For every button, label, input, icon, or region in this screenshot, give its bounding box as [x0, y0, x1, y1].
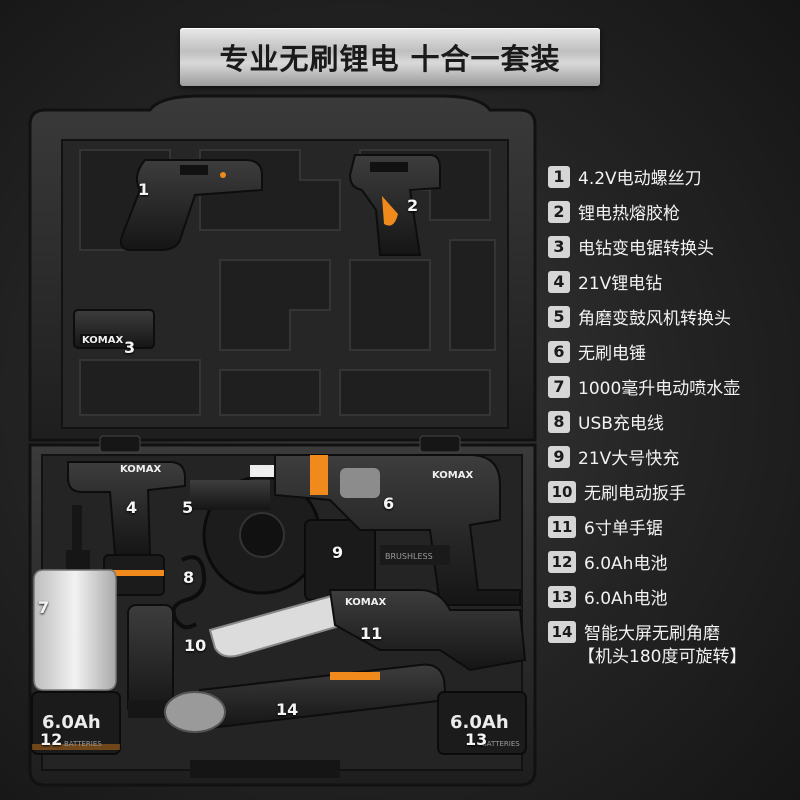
- legend-label: 无刷电锤: [578, 344, 646, 364]
- usb-cable-tool: [171, 555, 207, 630]
- legend-item-3: 3 电钻变电锯转换头: [548, 234, 714, 259]
- legend-label: USB充电线: [578, 414, 664, 434]
- tool-label-2: 2: [407, 196, 419, 215]
- legend-label: 21V锂电钻: [578, 274, 663, 294]
- battery-13: 6.0Ah BATTERIES: [437, 691, 527, 755]
- page-title: 专业无刷锂电 十合一套装: [219, 42, 561, 76]
- brand-logo-5: KOMAX: [252, 467, 293, 478]
- angle-grinder-tool: [164, 663, 448, 733]
- legend-label: 1000毫升电动喷水壶: [578, 379, 741, 399]
- legend-number: 12: [548, 550, 576, 573]
- legend-number: 5: [548, 305, 570, 328]
- blower-adapter-tool: KOMAX: [190, 465, 322, 595]
- legend-item-13: 13 6.0Ah电池: [548, 584, 667, 609]
- chainsaw-tool: KOMAX: [208, 589, 527, 672]
- battery-12-caption: BATTERIES: [64, 740, 102, 748]
- legend-item-2: 2 锂电热熔胶枪: [548, 199, 680, 224]
- legend-number: 6: [548, 340, 570, 363]
- brand-logo-3: KOMAX: [82, 335, 123, 346]
- legend-item-6: 6 无刷电锤: [548, 339, 646, 364]
- tool-label-10: 10: [184, 636, 207, 655]
- tool-label-8: 8: [183, 568, 195, 587]
- tool-label-9: 9: [332, 543, 344, 562]
- saw-adapter-tool: KOMAX: [73, 309, 155, 349]
- title-plate: 专业无刷锂电 十合一套装: [180, 28, 600, 86]
- legend-item-8: 8 USB充电线: [548, 409, 664, 434]
- legend-item-14: 14 智能大屏无刷角磨: [548, 619, 720, 644]
- legend-label: 无刷电动扳手: [584, 484, 686, 504]
- legend-item-14-note: 【机头180度可旋转】: [578, 647, 747, 667]
- legend-label: 电钻变电锯转换头: [578, 239, 714, 259]
- legend-number: 3: [548, 235, 570, 258]
- rotary-hammer-tool: BRUSHLESS KOMAX: [274, 454, 521, 606]
- legend-label: 21V大号快充: [578, 449, 680, 469]
- case-lid: [28, 94, 537, 442]
- battery-13-capacity: 6.0Ah: [450, 712, 509, 733]
- legend-number: 1: [548, 165, 570, 188]
- legend-item-7: 7 1000毫升电动喷水壶: [548, 374, 740, 399]
- spray-bottle-tool: [33, 505, 117, 691]
- tool-label-1: 1: [138, 180, 150, 199]
- legend-label: 4.2V电动螺丝刀: [578, 169, 702, 189]
- legend-item-12: 12 6.0Ah电池: [548, 549, 667, 574]
- battery-12: 6.0Ah BATTERIES: [31, 691, 121, 755]
- battery-13-caption: BATTERIES: [482, 740, 520, 748]
- tool-label-4: 4: [126, 498, 138, 517]
- legend-label: 6.0Ah电池: [584, 554, 668, 574]
- brand-logo-11: KOMAX: [345, 597, 386, 608]
- tool-label-5: 5: [182, 498, 194, 517]
- tool-label-12: 12: [40, 730, 63, 749]
- screwdriver-tool: [119, 159, 263, 251]
- drill-tool: KOMAX: [67, 461, 186, 596]
- tool-label-14: 14: [276, 700, 299, 719]
- legend-number: 10: [548, 480, 576, 503]
- legend-label: 角磨变鼓风机转换头: [578, 309, 731, 329]
- legend-item-9: 9 21V大号快充: [548, 444, 679, 469]
- legend-number: 8: [548, 410, 570, 433]
- legend-item-10: 10 无刷电动扳手: [548, 479, 686, 504]
- tool-label-3: 3: [124, 338, 136, 357]
- tool-label-13: 13: [465, 730, 488, 749]
- legend-number: 2: [548, 200, 570, 223]
- legend-number: 4: [548, 270, 570, 293]
- legend-item-4: 4 21V锂电钻: [548, 269, 662, 294]
- legend-label: 6寸单手锯: [584, 519, 663, 539]
- battery-12-capacity: 6.0Ah: [42, 712, 101, 733]
- legend-number: 13: [548, 585, 576, 608]
- legend-item-5: 5 角磨变鼓风机转换头: [548, 304, 731, 329]
- legend-label: 智能大屏无刷角磨: [584, 624, 720, 644]
- impact-wrench-tool: [127, 604, 174, 718]
- tool-label-6: 6: [383, 494, 395, 513]
- brand-logo-4: KOMAX: [120, 464, 161, 475]
- hammer-caption: BRUSHLESS: [385, 552, 433, 561]
- legend-number: 11: [548, 515, 576, 538]
- legend-item-1: 1 4.2V电动螺丝刀: [548, 164, 702, 189]
- legend-label: 锂电热熔胶枪: [578, 204, 680, 224]
- legend-number: 9: [548, 445, 570, 468]
- legend-number: 14: [548, 620, 576, 643]
- legend-item-11: 11 6寸单手锯: [548, 514, 663, 539]
- tool-label-7: 7: [38, 598, 50, 617]
- glue-gun-tool: [348, 154, 441, 256]
- brand-logo-6: KOMAX: [432, 470, 473, 481]
- tool-label-11: 11: [360, 624, 383, 643]
- legend-number: 7: [548, 375, 570, 398]
- legend-label: 6.0Ah电池: [584, 589, 668, 609]
